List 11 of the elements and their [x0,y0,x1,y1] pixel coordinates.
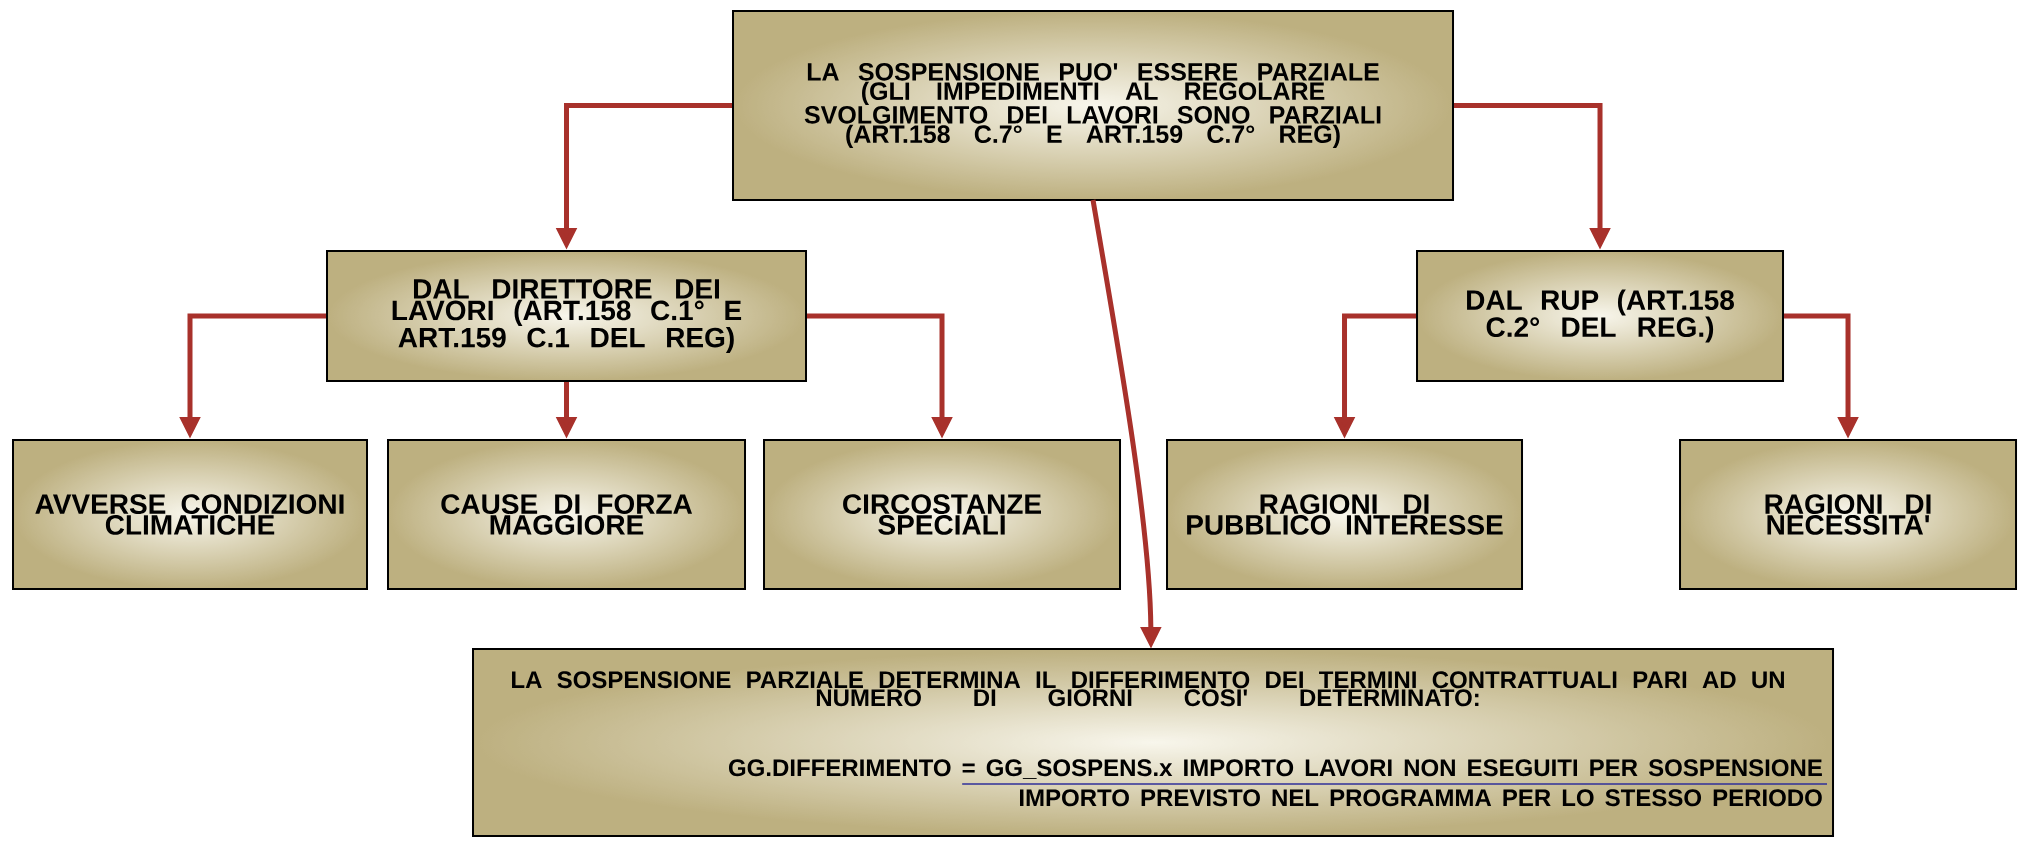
fraction-denominator: IMPORTO PREVISTO NEL PROGRAMMA PER LO STESSO PERIODO [1020,789,1822,807]
text-box: CIRCOSTANZE SPECIALI [763,439,1121,590]
text-box: LA SOSPENSIONE PUO' ESSERE PARZIALE (GLI IMPEDIMENTI AL REGOLARE SVOLGIMENTO DEI LAVORI SONO PARZIALI (ART.158 C.7° E ART.159 C.7° REG) [732,10,1454,201]
text-box: AVVERSE CONDIZIONI CLIMATICHE [12,439,368,590]
text-box: RAGIONI DI NECESSITA' [1679,439,2017,590]
fraction-numerator: GG.DIFFERIMENTO = GG_SOSPENS.x IMPORTO LAVORI NON ESEGUITI PER SOSPENSIONE [729,759,1822,779]
formula-text: LA SOSPENSIONE PARZIALE DETERMINA IL DIFFERIMENTO DEI TERMINI CONTRATTUALI PARI AD UN NUMERO DI GIORNI COSI' DETERMINATO: [512,671,1784,707]
text-box: DAL RUP (ART.158 C.2° DEL REG.) [1416,250,1784,382]
text-box: RAGIONI DI PUBBLICO INTERESSE [1166,439,1523,590]
text-box: CAUSE DI FORZA MAGGIORE [387,439,746,590]
text-box: DAL DIRETTORE DEI LAVORI (ART.158 C.1° E ART.159 C.1 DEL REG) [326,250,807,382]
